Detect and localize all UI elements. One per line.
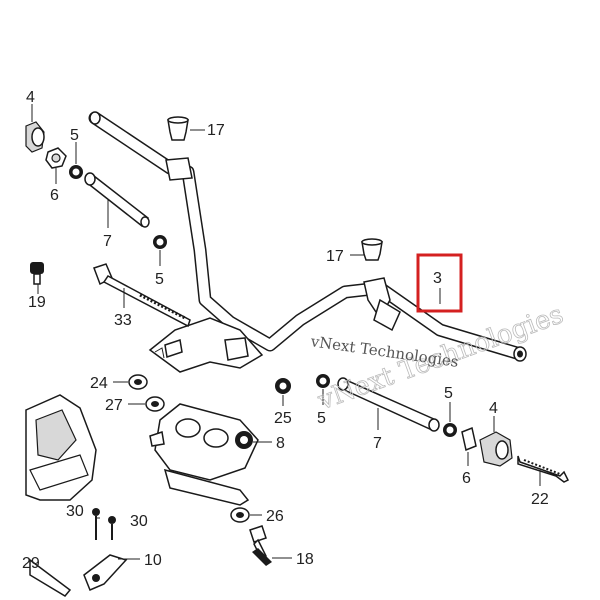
callout-27: 27 bbox=[105, 397, 123, 414]
part-30-screw-a bbox=[92, 508, 100, 540]
callout-7-left: 7 bbox=[103, 233, 112, 250]
callout-10: 10 bbox=[144, 552, 162, 569]
callout-3: 3 bbox=[433, 270, 442, 287]
callout-5-c: 5 bbox=[317, 410, 326, 427]
part-22-screw bbox=[517, 455, 570, 483]
part-6-right-washer bbox=[461, 426, 477, 452]
part-17-right-cap bbox=[361, 238, 383, 261]
part-27-washer bbox=[145, 396, 165, 412]
callout-6-right: 6 bbox=[462, 470, 471, 487]
callout-4-right: 4 bbox=[489, 400, 498, 417]
part-24-nut bbox=[128, 374, 148, 390]
left-switch-housing bbox=[25, 394, 97, 597]
part-18-bolt bbox=[249, 525, 272, 566]
part-8-holder bbox=[149, 403, 259, 506]
part-5-nut-c bbox=[316, 374, 330, 388]
callout-17-right: 17 bbox=[326, 248, 344, 265]
callout-33: 33 bbox=[114, 312, 132, 329]
highlight-box-part-3 bbox=[416, 253, 463, 313]
part-4-left bbox=[25, 121, 45, 153]
part-25-nut bbox=[275, 378, 291, 394]
part-5-left-nut bbox=[69, 165, 83, 179]
callout-8: 8 bbox=[276, 435, 285, 452]
part-30-screw-b bbox=[108, 516, 116, 540]
callout-19: 19 bbox=[28, 294, 46, 311]
leader-lines bbox=[31, 104, 541, 560]
part-5-nut-d bbox=[443, 423, 457, 437]
callout-4-left: 4 bbox=[26, 89, 35, 106]
callout-22: 22 bbox=[531, 491, 549, 508]
part-6-left-washer bbox=[45, 147, 67, 169]
callout-26: 26 bbox=[266, 508, 284, 525]
callout-7-right: 7 bbox=[373, 435, 382, 452]
part-17-top-cap bbox=[167, 116, 189, 141]
callout-5-d: 5 bbox=[444, 385, 453, 402]
handlebar-pipe bbox=[88, 111, 527, 373]
callout-6-left: 6 bbox=[50, 187, 59, 204]
callout-25: 25 bbox=[274, 410, 292, 427]
callout-18: 18 bbox=[296, 551, 314, 568]
part-4-right bbox=[479, 431, 513, 467]
part-19-bolt bbox=[30, 262, 44, 285]
callout-5-b: 5 bbox=[155, 271, 164, 288]
watermark: vNext Technologies vNext Technologies bbox=[309, 299, 568, 417]
callout-30-b: 30 bbox=[130, 513, 148, 530]
callout-17-top: 17 bbox=[207, 122, 225, 139]
callout-30-a: 30 bbox=[66, 503, 84, 520]
part-10-clamp bbox=[83, 554, 128, 591]
part-7-right-sleeve bbox=[337, 377, 440, 432]
part-7-left-sleeve bbox=[84, 172, 150, 228]
part-26-washer bbox=[230, 507, 250, 523]
callout-labels: 4 5 6 17 7 5 17 3 19 33 24 27 25 5 5 4 7… bbox=[22, 89, 549, 572]
callout-24: 24 bbox=[90, 375, 108, 392]
part-33-long-bolt bbox=[93, 263, 191, 328]
callout-5-left: 5 bbox=[70, 127, 79, 144]
callout-29: 29 bbox=[22, 555, 40, 572]
part-5-nut-b bbox=[153, 235, 167, 249]
